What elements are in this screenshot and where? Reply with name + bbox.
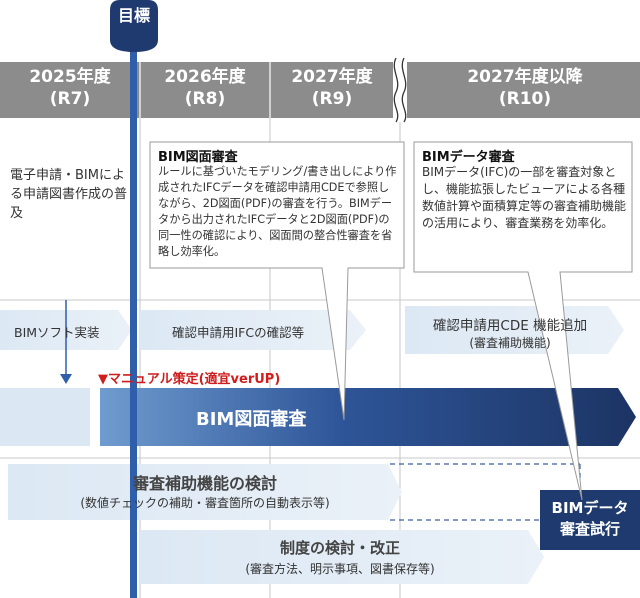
row-cde-sub: (審査補助機能) [469,336,551,350]
arrow-cde-function [405,306,624,354]
row-bim-software: BIMソフト実装 [14,325,100,340]
year-label: 2025年度 [29,67,111,87]
year-header-2027: 2027年度 (R9) [270,66,394,110]
target-marker [110,0,158,52]
year-header-band [0,62,640,118]
left-note: 電子申請・BIMによる申請図書作成の普及 [10,168,128,221]
year-header-2026: 2026年度 (R8) [140,66,270,110]
year-header-2025: 2025年度 (R7) [0,66,140,110]
aux-function-title: 審査補助機能の検討 [132,474,277,493]
reiwa-label: (R7) [49,89,91,109]
row-ifc-check: 確認申請用IFCの確認等 [172,325,305,340]
row-cde-title: 確認申請用CDE 機能追加 [432,318,588,334]
reiwa-label: (R10) [498,89,552,109]
arrow-system-review [140,530,544,584]
bim-data-trial-label: BIMデータ審査試行 [551,499,629,538]
arrow-bim-review-lead [0,388,90,446]
callout-bim-data-body: BIMデータ(IFC)の一部を審査対象とし、機能拡張したビューアによる各種数値計… [422,165,627,230]
callout-bim-drawing-body: ルールに基づいたモデリング/書き出しにより作成されたIFCデータを確認申請用CD… [158,165,397,258]
reiwa-label: (R8) [184,89,226,109]
down-arrow-icon [60,300,72,384]
year-header-2027-later: 2027年度以降 (R10) [410,66,640,110]
callout-bim-drawing [149,141,405,421]
timeline-break-mark [393,57,407,123]
arrow-bim-drawing-review [100,388,636,446]
callout-bim-data [413,141,633,501]
aux-function-sub: (数値チェックの補助・審査箇所の自動表示等) [80,496,330,510]
row-separators [0,299,640,459]
arrow-ifc-check [140,310,366,350]
arrow-aux-function [8,464,402,520]
dashed-extension [390,463,580,521]
bim-drawing-review-label: BIM図面審査 [196,409,307,430]
bim-data-trial-box [540,490,640,550]
callout-bim-data-title: BIMデータ審査 [422,150,515,165]
reiwa-label: (R9) [311,89,353,109]
year-label: 2027年度 [291,67,373,87]
target-line [130,44,137,598]
target-label: 目標 [117,6,150,25]
callout-bim-drawing-title: BIM図面審査 [158,150,238,165]
year-label: 2027年度以降 [467,67,583,87]
manual-note: ▼マニュアル策定(適宜verUP) [98,372,281,387]
year-label: 2026年度 [164,67,246,87]
system-review-title: 制度の検討・改正 [279,539,400,557]
system-review-sub: (審査方法、明示事項、図書保存等) [245,562,435,576]
